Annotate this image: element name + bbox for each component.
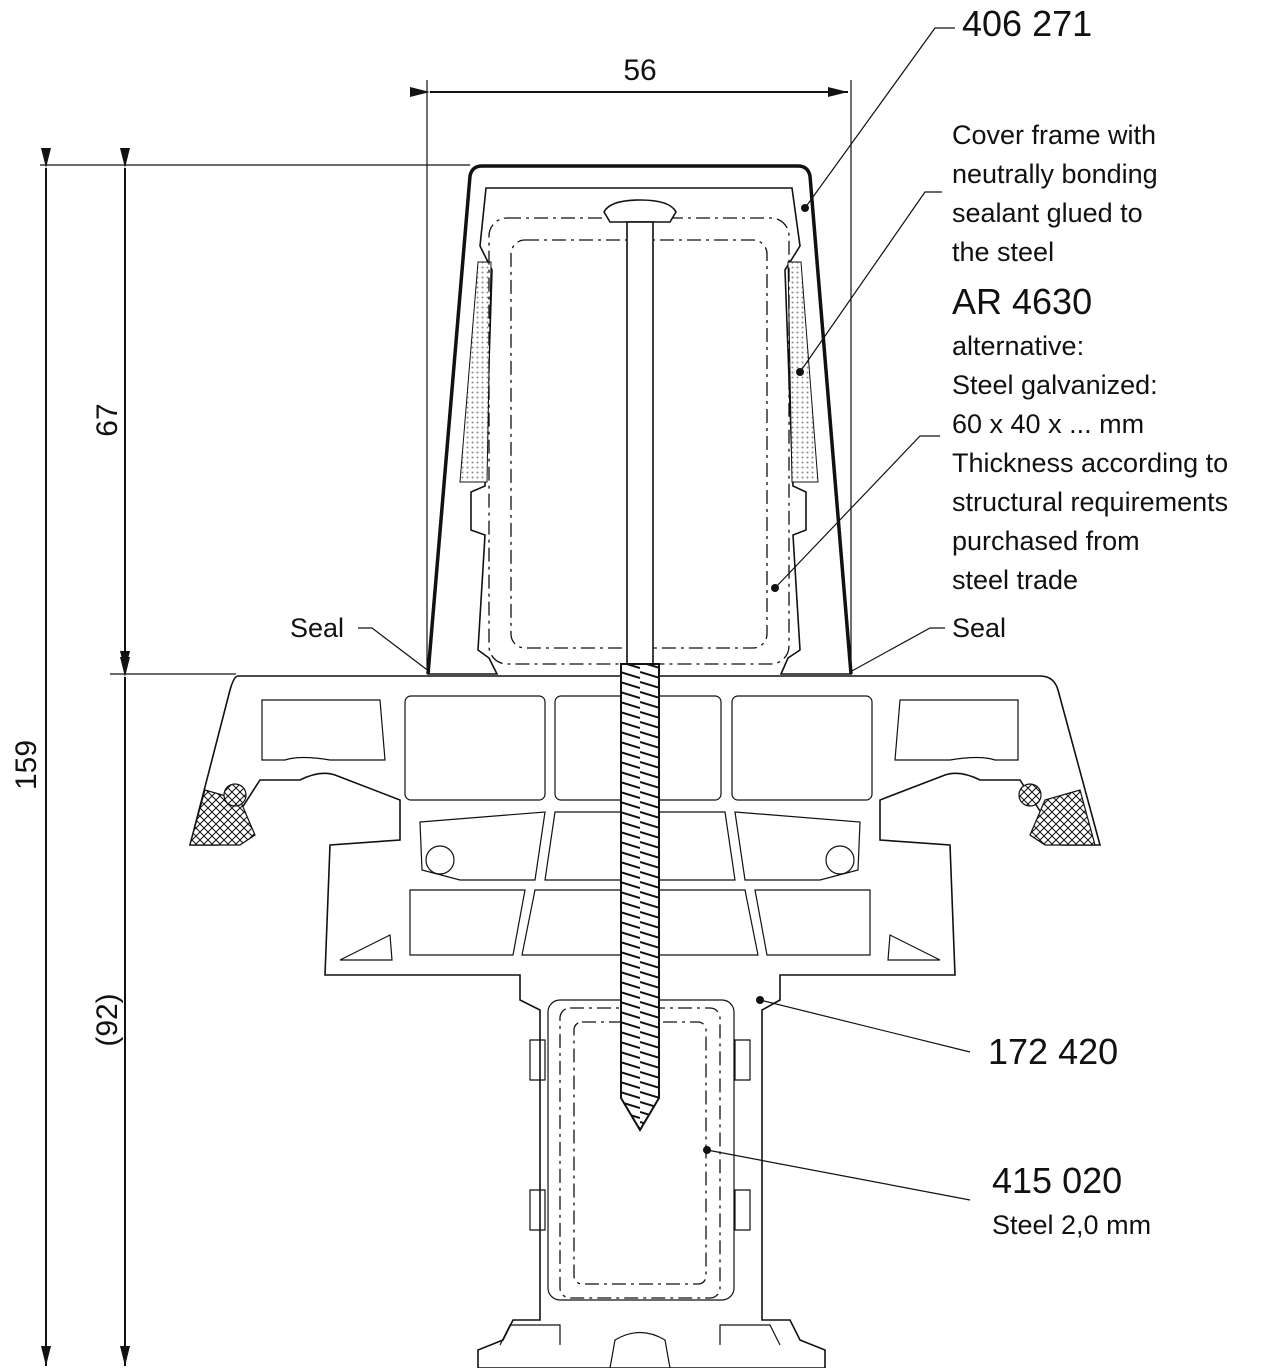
cover-line-3: sealant glued to — [952, 198, 1143, 228]
dim-upper-height: 67 — [91, 403, 124, 436]
cover-line-1: Cover frame with — [952, 120, 1156, 150]
dim-total-height: 159 — [10, 740, 43, 790]
label-steel-note: Steel 2,0 mm — [992, 1210, 1151, 1240]
label-406271: 406 271 — [962, 3, 1092, 44]
label-seal-right: Seal — [952, 613, 1006, 643]
alt-line-1: alternative: — [952, 331, 1084, 361]
alt-line-5: structural requirements — [952, 487, 1228, 517]
label-ar4630: AR 4630 — [952, 281, 1092, 322]
label-172420: 172 420 — [988, 1031, 1118, 1072]
alt-line-3: 60 x 40 x ... mm — [952, 409, 1144, 439]
label-seal-left: Seal — [290, 613, 344, 643]
dimension-lines — [40, 80, 852, 1366]
dim-lower-height: (92) — [91, 993, 124, 1046]
annotation-text: 406 271 Cover frame with neutrally bondi… — [10, 3, 1228, 1240]
label-415020: 415 020 — [992, 1160, 1122, 1201]
cover-line-2: neutrally bonding — [952, 159, 1158, 189]
alt-line-2: Steel galvanized: — [952, 370, 1158, 400]
cover-line-4: the steel — [952, 237, 1054, 267]
alt-line-6: purchased from — [952, 526, 1140, 556]
alt-line-4: Thickness according to — [952, 448, 1228, 478]
alt-line-7: steel trade — [952, 565, 1078, 595]
screw — [603, 199, 677, 1132]
leader-lines — [358, 27, 971, 1201]
dim-width: 56 — [623, 54, 656, 87]
